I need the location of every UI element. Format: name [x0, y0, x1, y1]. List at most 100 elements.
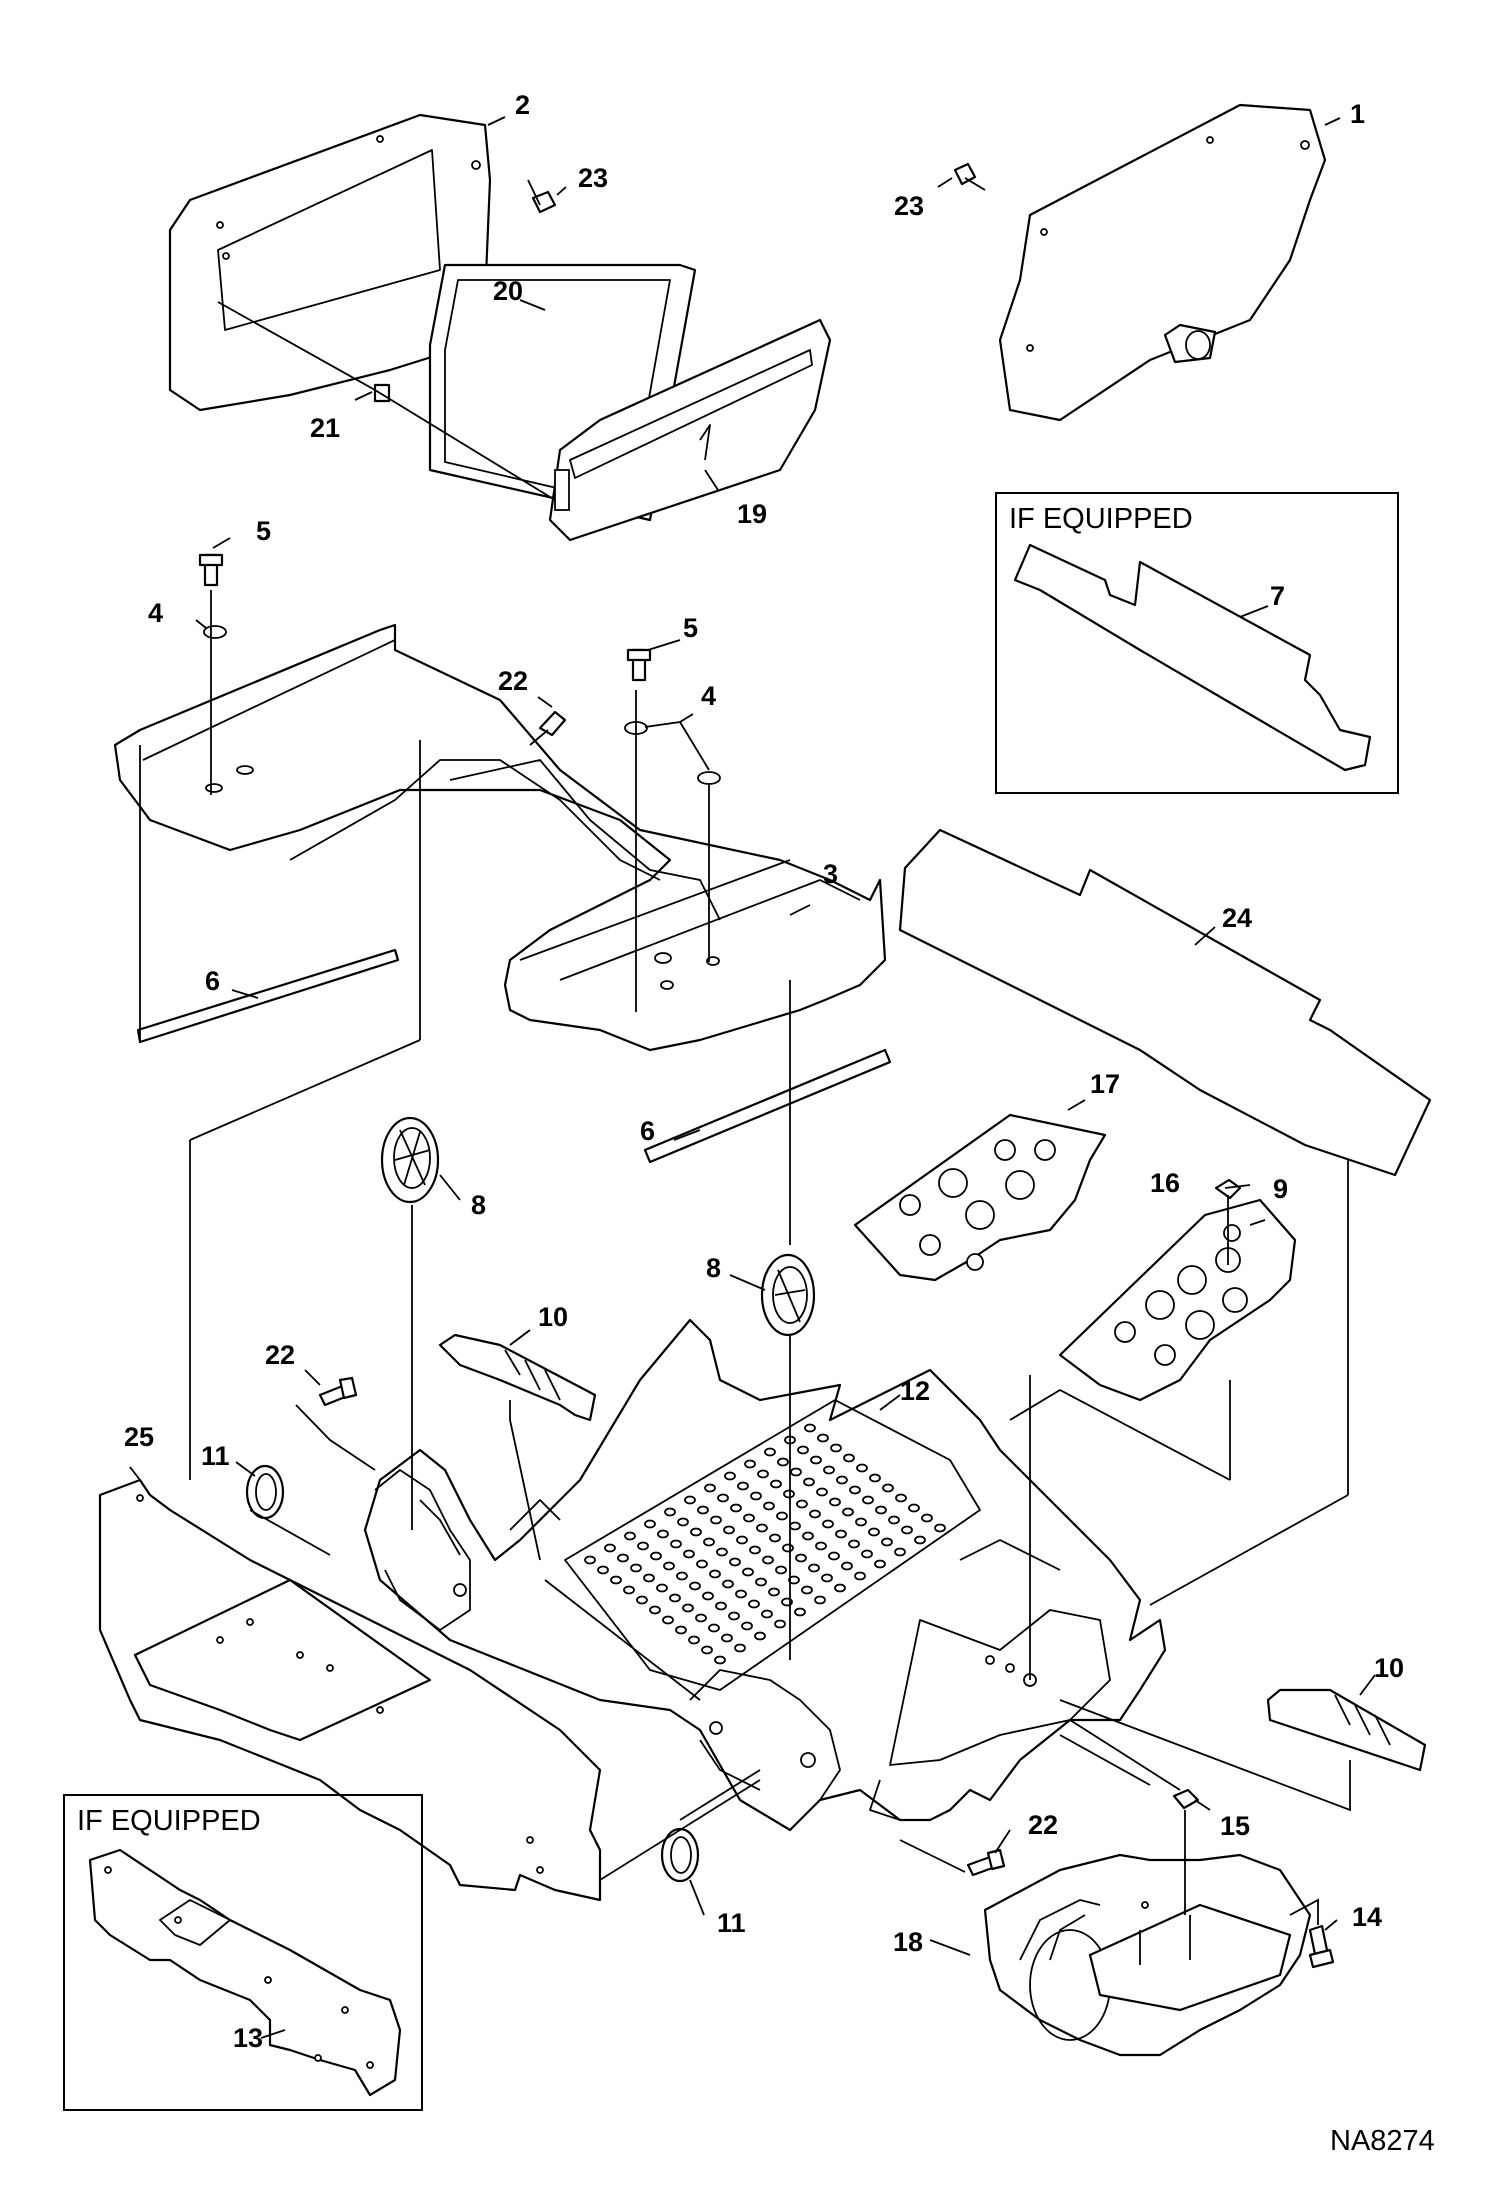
floor-perforation [861, 1549, 873, 1559]
floor-perforation [734, 1643, 746, 1653]
floor-perforation [783, 1489, 795, 1499]
floor-perforation [795, 1553, 807, 1563]
part-16-nut [1214, 1178, 1242, 1200]
floor-perforation [643, 1573, 655, 1583]
callout-24: 24 [1222, 903, 1252, 933]
floor-perforation [934, 1523, 946, 1533]
floor-perforation [684, 1495, 696, 1505]
floor-perforation [650, 1551, 662, 1561]
floor-perforation [708, 1623, 720, 1633]
floor-perforation [856, 1463, 868, 1473]
callout-11-right: 11 [717, 1908, 746, 1938]
floor-perforation [914, 1535, 926, 1545]
floor-perforation [830, 1443, 842, 1453]
floor-perforation [901, 1525, 913, 1535]
floor-perforation [814, 1595, 826, 1605]
callout-8-left: 8 [471, 1190, 486, 1220]
floor-perforation [770, 1479, 782, 1489]
callout-5-right: 5 [683, 613, 698, 643]
floor-perforation [776, 1511, 788, 1521]
floor-perforation [682, 1603, 694, 1613]
floor-perforation [664, 1507, 676, 1517]
floor-perforation [677, 1517, 689, 1527]
floor-perforation [701, 1645, 713, 1655]
floor-perforation [841, 1561, 853, 1571]
floor-perforation [895, 1493, 907, 1503]
part-19-cover [548, 318, 832, 542]
assembly-lines [129, 116, 1376, 2039]
floor-perforation [788, 1575, 800, 1585]
floor-perforation [849, 1485, 861, 1495]
floor-perforation [764, 1447, 776, 1457]
floor-perforation [649, 1605, 661, 1615]
if-equipped-label-top: IF EQUIPPED [1009, 503, 1193, 535]
floor-perforation [809, 1509, 821, 1519]
callout-14: 14 [1352, 1902, 1382, 1932]
part-23-screw-left [527, 179, 557, 214]
floor-perforation [874, 1559, 886, 1569]
callout-10-right: 10 [1374, 1653, 1404, 1683]
floor-perforation [754, 1631, 766, 1641]
floor-perforation [829, 1497, 841, 1507]
part-14-bolt [1308, 1924, 1335, 1969]
part-17-step-plate [853, 1113, 1107, 1282]
floor-perforation [741, 1621, 753, 1631]
part-4-washer-right [624, 721, 721, 785]
floor-perforation [676, 1571, 688, 1581]
callout-10-left: 10 [538, 1302, 568, 1332]
floor-perforation [894, 1547, 906, 1557]
if-equipped-box-top: IF EQUIPPED [995, 492, 1399, 794]
part-22-bolt-left [318, 1376, 358, 1407]
part-10-bracket-left [438, 1333, 597, 1422]
drawing-number: NA8274 [1330, 2125, 1435, 2157]
floor-perforation [756, 1523, 768, 1533]
floor-perforation [723, 1525, 735, 1535]
part-4-washer-left [203, 625, 227, 639]
callout-1: 1 [1350, 99, 1365, 129]
floor-perforation [716, 1547, 728, 1557]
part-7-plate [1013, 543, 1372, 772]
floor-perforation [802, 1531, 814, 1541]
floor-perforation [821, 1573, 833, 1583]
part-15-clip [1172, 1788, 1200, 1810]
callout-8-right: 8 [706, 1253, 721, 1283]
floor-perforation [797, 1445, 809, 1455]
part-8-grommet-right [760, 1253, 816, 1337]
callout-23-left: 23 [578, 163, 608, 193]
floor-perforation [728, 1611, 740, 1621]
floor-perforation [644, 1519, 656, 1529]
callout-6-right: 6 [640, 1116, 655, 1146]
floor-perforation [875, 1505, 887, 1515]
part-5-bolt-right [626, 648, 652, 682]
floor-perforation [683, 1549, 695, 1559]
floor-perforation [697, 1505, 709, 1515]
floor-perforation [657, 1529, 669, 1539]
callout-18: 18 [893, 1927, 923, 1957]
part-10-bracket-right [1266, 1688, 1427, 1772]
floor-perforation [775, 1565, 787, 1575]
callout-11-left: 11 [201, 1441, 230, 1471]
floor-perforation [656, 1583, 668, 1593]
floor-perforation [624, 1531, 636, 1541]
floor-perforation [777, 1457, 789, 1467]
floor-perforation [709, 1569, 721, 1579]
part-5-bolt-left [198, 553, 224, 587]
floor-perforation [750, 1491, 762, 1501]
floor-perforation [663, 1561, 675, 1571]
callout-2: 2 [515, 90, 530, 120]
floor-perforation [848, 1539, 860, 1549]
callout-4-left: 4 [148, 598, 163, 628]
part-9-step-plate [1058, 1198, 1297, 1402]
callout-17: 17 [1090, 1069, 1120, 1099]
callout-9: 9 [1273, 1174, 1288, 1204]
part-21-clip [373, 383, 391, 403]
floor-perforation [743, 1513, 755, 1523]
floor-perforation [736, 1535, 748, 1545]
callout-7: 7 [1270, 581, 1285, 611]
floor-perforation [881, 1537, 893, 1547]
part-18-housing [983, 1853, 1312, 2057]
floor-perforation [868, 1527, 880, 1537]
part-8-grommet-left [380, 1116, 440, 1204]
floor-perforation [669, 1593, 681, 1603]
